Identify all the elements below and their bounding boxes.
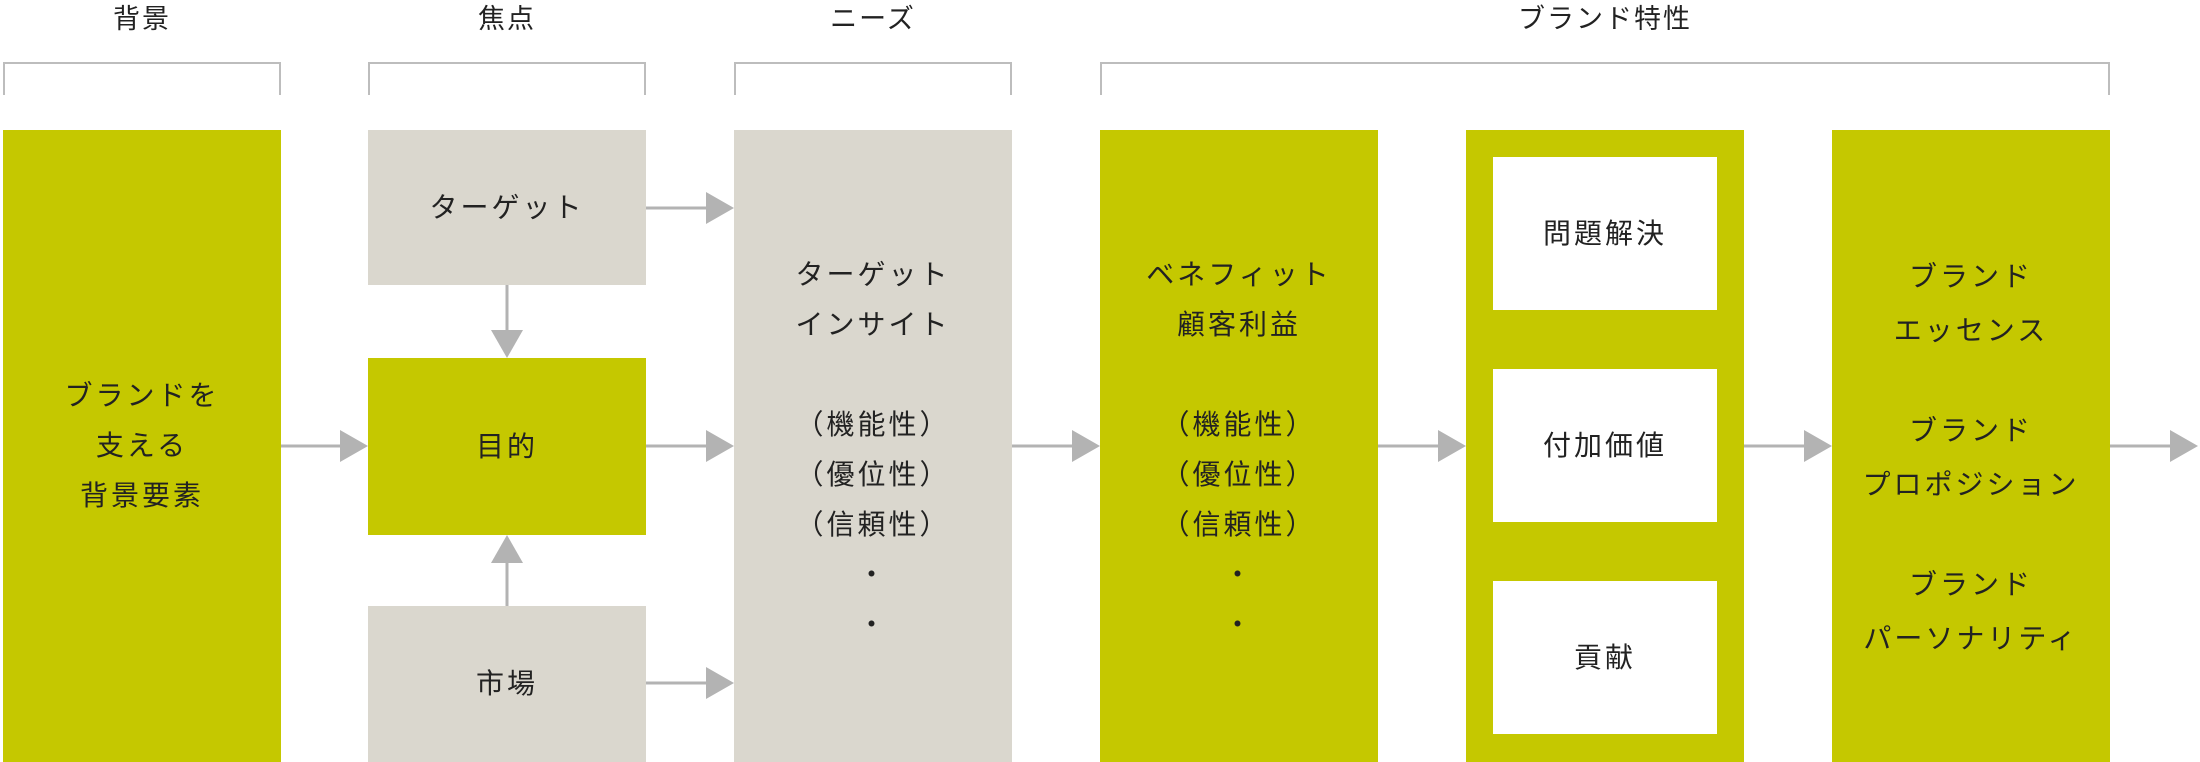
needs-line: （優位性）: [795, 458, 951, 491]
benefit-line: 顧客利益: [1176, 308, 1301, 341]
problem-solving-label: 問題解決: [1542, 216, 1667, 250]
market-label: 市場: [475, 667, 538, 700]
needs-line: インサイト: [795, 308, 951, 341]
background-box: ブランドを 支える 背景要素: [3, 130, 281, 762]
target-box: ターゲット: [368, 130, 646, 285]
arrow-benefit-to-value: [1378, 430, 1466, 462]
header-brand-traits: ブランド特性: [1518, 4, 1692, 35]
bracket-background: [3, 62, 281, 95]
purpose-box: 目的: [368, 358, 646, 535]
arrow-market-to-needs: [646, 667, 734, 699]
background-line: 背景要素: [79, 479, 204, 512]
arrow-target-to-purpose: [491, 285, 523, 358]
arrow-brand-out: [2110, 430, 2198, 462]
needs-line: ターゲット: [795, 258, 951, 291]
benefit-line: （信頼性）: [1161, 508, 1317, 541]
benefit-line: ・: [1223, 558, 1255, 591]
header-needs: ニーズ: [830, 4, 916, 35]
purpose-label: 目的: [475, 429, 538, 463]
background-line: ブランドを: [64, 379, 220, 412]
brand-line: ブランド: [1908, 260, 2033, 293]
needs-line: ・: [857, 608, 889, 641]
benefit-line: （機能性）: [1161, 408, 1317, 441]
arrow-market-to-purpose: [491, 535, 523, 606]
benefit-line: （優位性）: [1161, 458, 1317, 491]
header-focus: 焦点: [478, 4, 536, 35]
benefit-line: ・: [1223, 608, 1255, 641]
needs-line: （信頼性）: [795, 508, 951, 541]
contribution-label: 貢献: [1573, 640, 1636, 674]
added-value-label: 付加価値: [1542, 428, 1667, 462]
needs-box: ターゲット インサイト （機能性） （優位性） （信頼性） ・ ・: [734, 130, 1012, 762]
arrow-purpose-to-needs: [646, 430, 734, 462]
added-value-box: 付加価値: [1493, 369, 1717, 522]
brand-line: エッセンス: [1893, 314, 2049, 347]
needs-line: （機能性）: [795, 408, 951, 441]
arrow-target-to-needs: [646, 192, 734, 224]
market-box: 市場: [368, 606, 646, 762]
benefit-line: ベネフィット: [1146, 258, 1332, 291]
brand-box: ブランド エッセンス ブランド プロポジション ブランド パーソナリティ: [1832, 130, 2110, 762]
bracket-needs: [734, 62, 1012, 95]
bracket-brand-traits: [1100, 62, 2110, 95]
contribution-box: 貢献: [1493, 581, 1717, 734]
arrow-value-to-brand: [1744, 430, 1832, 462]
brand-line: ブランド: [1908, 568, 2033, 601]
background-line: 支える: [95, 429, 189, 462]
benefit-box: ベネフィット 顧客利益 （機能性） （優位性） （信頼性） ・ ・: [1100, 130, 1378, 762]
header-background: 背景: [113, 4, 171, 35]
problem-solving-box: 問題解決: [1493, 157, 1717, 310]
target-label: ターゲット: [429, 190, 585, 224]
bracket-focus: [368, 62, 646, 95]
brand-line: パーソナリティ: [1863, 622, 2079, 655]
brand-line: プロポジション: [1862, 468, 2080, 501]
arrow-background-to-purpose: [281, 430, 368, 462]
arrow-needs-to-benefit: [1012, 430, 1100, 462]
needs-line: ・: [857, 558, 889, 591]
brand-line: ブランド: [1908, 414, 2033, 447]
